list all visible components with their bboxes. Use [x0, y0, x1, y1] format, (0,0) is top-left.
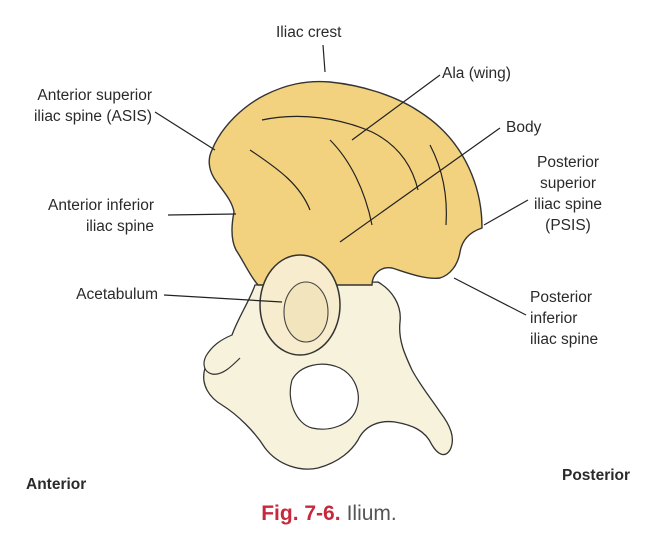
- orientation-posterior: Posterior: [562, 467, 630, 485]
- label-asis: Anterior superior iliac spine (ASIS): [8, 85, 152, 127]
- orientation-anterior: Anterior: [26, 476, 86, 494]
- label-aiis: Anterior inferior iliac spine: [16, 195, 154, 237]
- acetabulum-fossa: [284, 282, 328, 342]
- figure-caption: Fig. 7-6. Ilium.: [0, 502, 658, 526]
- label-psis: Posterior superior iliac spine (PSIS): [528, 152, 608, 236]
- label-iliac-crest: Iliac crest: [276, 22, 341, 43]
- label-body: Body: [506, 117, 541, 138]
- label-piis: Posterior inferior iliac spine: [530, 287, 598, 350]
- label-acetabulum: Acetabulum: [50, 284, 158, 305]
- ilium-shaded: [209, 82, 482, 285]
- label-ala: Ala (wing): [442, 63, 511, 84]
- figure-title: Ilium.: [347, 502, 397, 525]
- figure-number: Fig. 7-6.: [261, 502, 340, 525]
- obturator-foramen: [290, 364, 358, 429]
